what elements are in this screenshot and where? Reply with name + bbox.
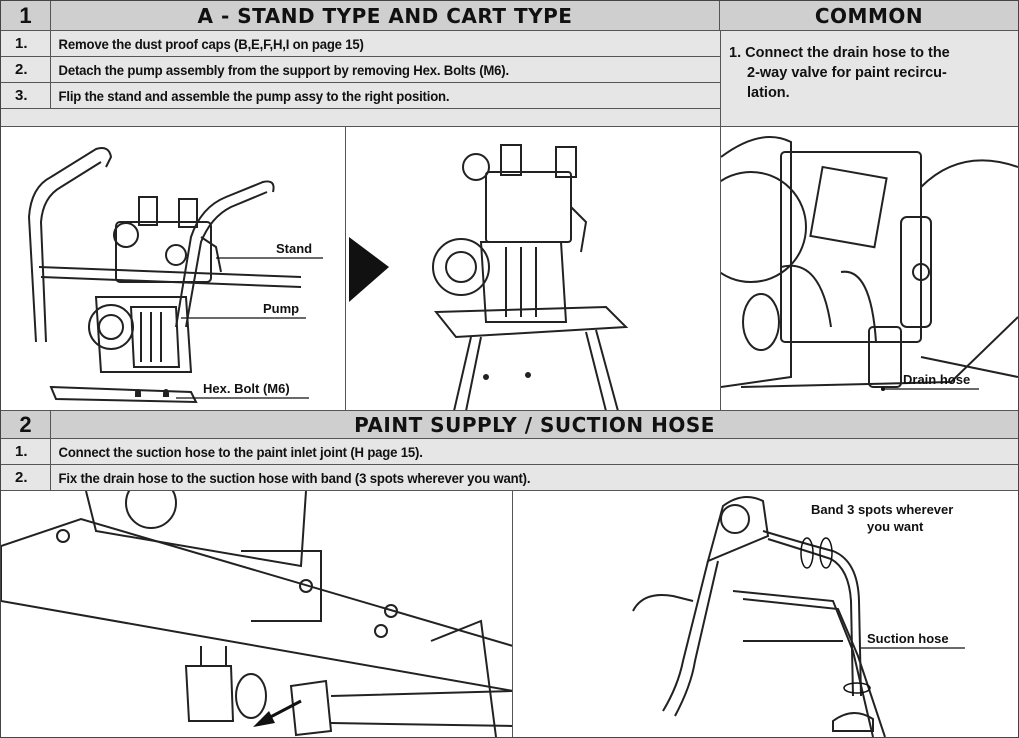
picture-drain-hose: Drain hose <box>721 127 1018 410</box>
common-instructions: 1. Connect the drain hose to the 2-way v… <box>720 31 1018 127</box>
picture-stand-pump: Stand Pump Hex. Bolt (M6) <box>1 127 346 410</box>
section2-step-2: 2. Fix the drain hose to the suction hos… <box>1 465 1018 491</box>
common-line-3: lation. <box>747 85 790 101</box>
section1-number: 1 <box>1 1 51 30</box>
step-number: 1. <box>1 439 51 464</box>
label-pump: Pump <box>263 301 299 316</box>
label-suction-hose: Suction hose <box>867 631 949 646</box>
picture-suction-joint <box>1 491 513 737</box>
label-hex-bolt: Hex. Bolt (M6) <box>203 381 290 396</box>
step-number: 2. <box>1 465 51 490</box>
section1-spacer <box>1 109 720 127</box>
step-number: 2. <box>1 57 51 82</box>
label-band-line-1: Band 3 spots wherever <box>811 502 953 517</box>
arrow-right-icon <box>349 237 389 302</box>
section2-pictures: Band 3 spots wherever you want Suction h… <box>1 491 1018 737</box>
section1-title: A - STAND TYPE AND CART TYPE <box>51 1 720 30</box>
common-line-2: 2-way valve for paint recircu- <box>747 65 947 81</box>
section1-header: 1 A - STAND TYPE AND CART TYPE COMMON <box>1 1 1018 31</box>
step-text: Remove the dust proof caps (B,E,F,H,I on… <box>58 35 364 52</box>
common-title: COMMON <box>814 3 924 28</box>
section2-step-1: 1. Connect the suction hose to the paint… <box>1 439 1018 465</box>
step-number: 1. <box>1 31 51 56</box>
common-line-1: 1. Connect the drain hose to the <box>729 45 950 61</box>
step-text: Fix the drain hose to the suction hose w… <box>58 469 531 486</box>
label-drain-hose: Drain hose <box>903 372 970 387</box>
arrow-left-icon <box>253 711 275 727</box>
step-text: Detach the pump assembly from the suppor… <box>58 61 510 78</box>
section2-header: 2 PAINT SUPPLY / SUCTION HOSE <box>1 411 1018 439</box>
section2-number: 2 <box>1 411 51 438</box>
picture-suction-hose: Band 3 spots wherever you want Suction h… <box>513 491 1018 737</box>
step-number: 3. <box>1 83 51 108</box>
label-stand: Stand <box>276 241 312 256</box>
picture-flipped-assembly <box>346 127 721 410</box>
label-band-line-2: you want <box>867 519 924 534</box>
section1-pictures: Stand Pump Hex. Bolt (M6) <box>1 127 1018 411</box>
step-text: Connect the suction hose to the paint in… <box>58 443 423 460</box>
section2-title: PAINT SUPPLY / SUCTION HOSE <box>354 412 715 437</box>
step-text: Flip the stand and assemble the pump ass… <box>58 87 450 104</box>
